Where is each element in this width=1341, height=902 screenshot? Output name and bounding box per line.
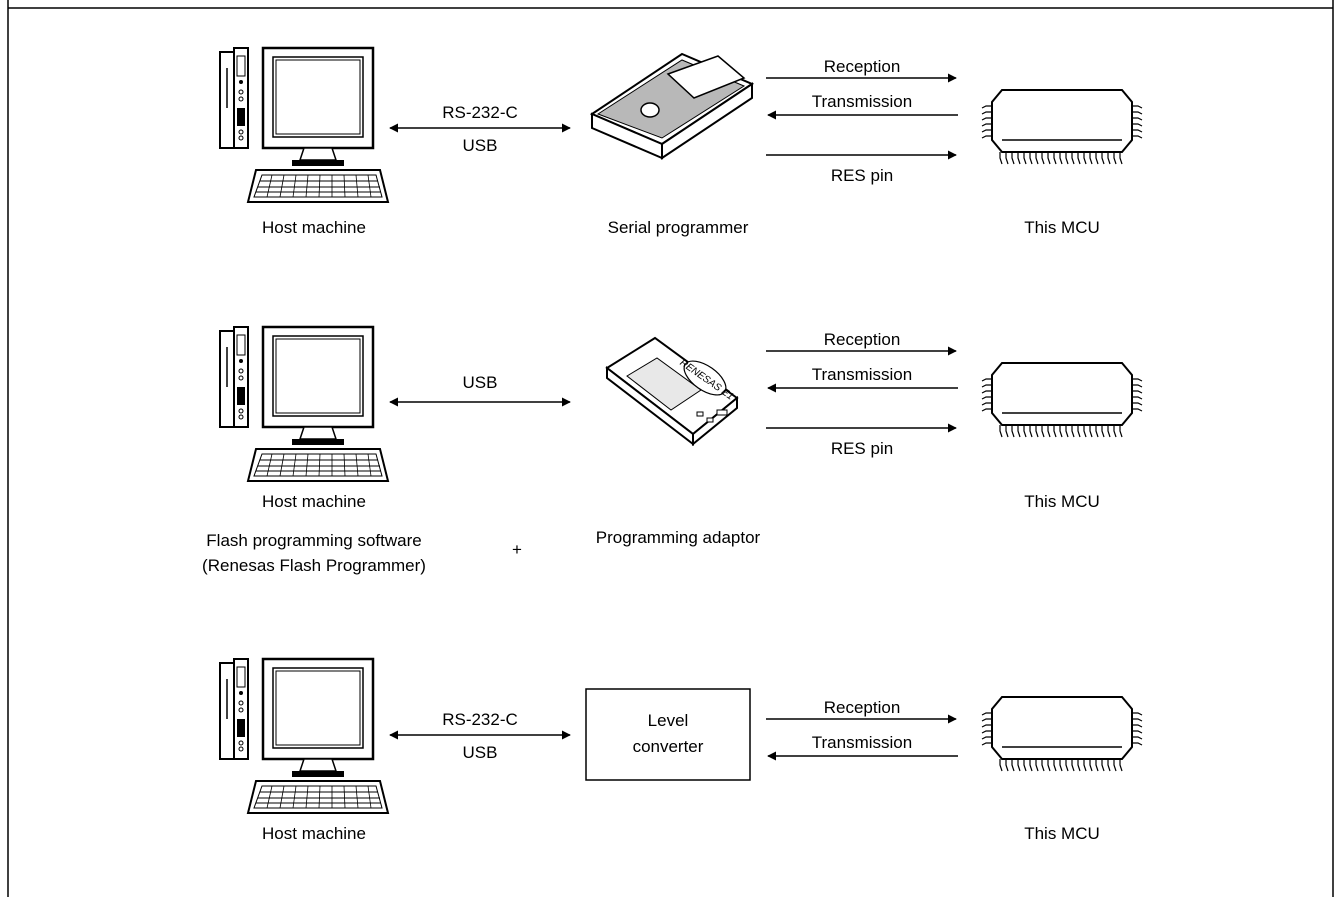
link-label-rs232c: RS-232-C [442,710,518,729]
programming-adaptor-label: Programming adaptor [596,528,761,547]
host-machine-icon [218,657,390,815]
serial-programmer-icon [591,53,753,159]
reception-label: Reception [824,57,901,76]
level-converter-label-line2: converter [633,737,704,756]
mcu-chip-icon [981,362,1143,438]
transmission-label: Transmission [812,92,912,111]
link-label-usb: USB [463,136,498,155]
reception-label: Reception [824,330,901,349]
host-machine-label: Host machine [262,824,366,843]
mcu-chip-icon [981,696,1143,772]
serial-programmer-label: Serial programmer [608,218,749,237]
software-label-line2: (Renesas Flash Programmer) [202,556,426,575]
host-machine-icon [218,325,390,483]
res-pin-label: RES pin [831,439,893,458]
row-level-converter: Host machine RS-232-C USB Level converte… [218,657,1143,843]
res-pin-label: RES pin [831,166,893,185]
mcu-label: This MCU [1024,824,1100,843]
link-label-usb: USB [463,373,498,392]
transmission-label: Transmission [812,365,912,384]
link-label-usb: USB [463,743,498,762]
host-machine-label: Host machine [262,492,366,511]
row-serial-programmer: Host machine RS-232-C USB Serial program… [218,46,1143,237]
mcu-label: This MCU [1024,218,1100,237]
plus-sign: + [512,540,522,559]
transmission-label: Transmission [812,733,912,752]
link-label-rs232c: RS-232-C [442,103,518,122]
host-machine-label: Host machine [262,218,366,237]
level-converter-box [585,688,751,781]
host-machine-icon [218,46,390,204]
software-label-line1: Flash programming software [206,531,421,550]
level-converter-label-line1: Level [648,711,689,730]
mcu-label: This MCU [1024,492,1100,511]
reception-label: Reception [824,698,901,717]
mcu-chip-icon [981,89,1143,165]
row-programming-adaptor: Host machine Flash programming software … [202,325,1143,575]
